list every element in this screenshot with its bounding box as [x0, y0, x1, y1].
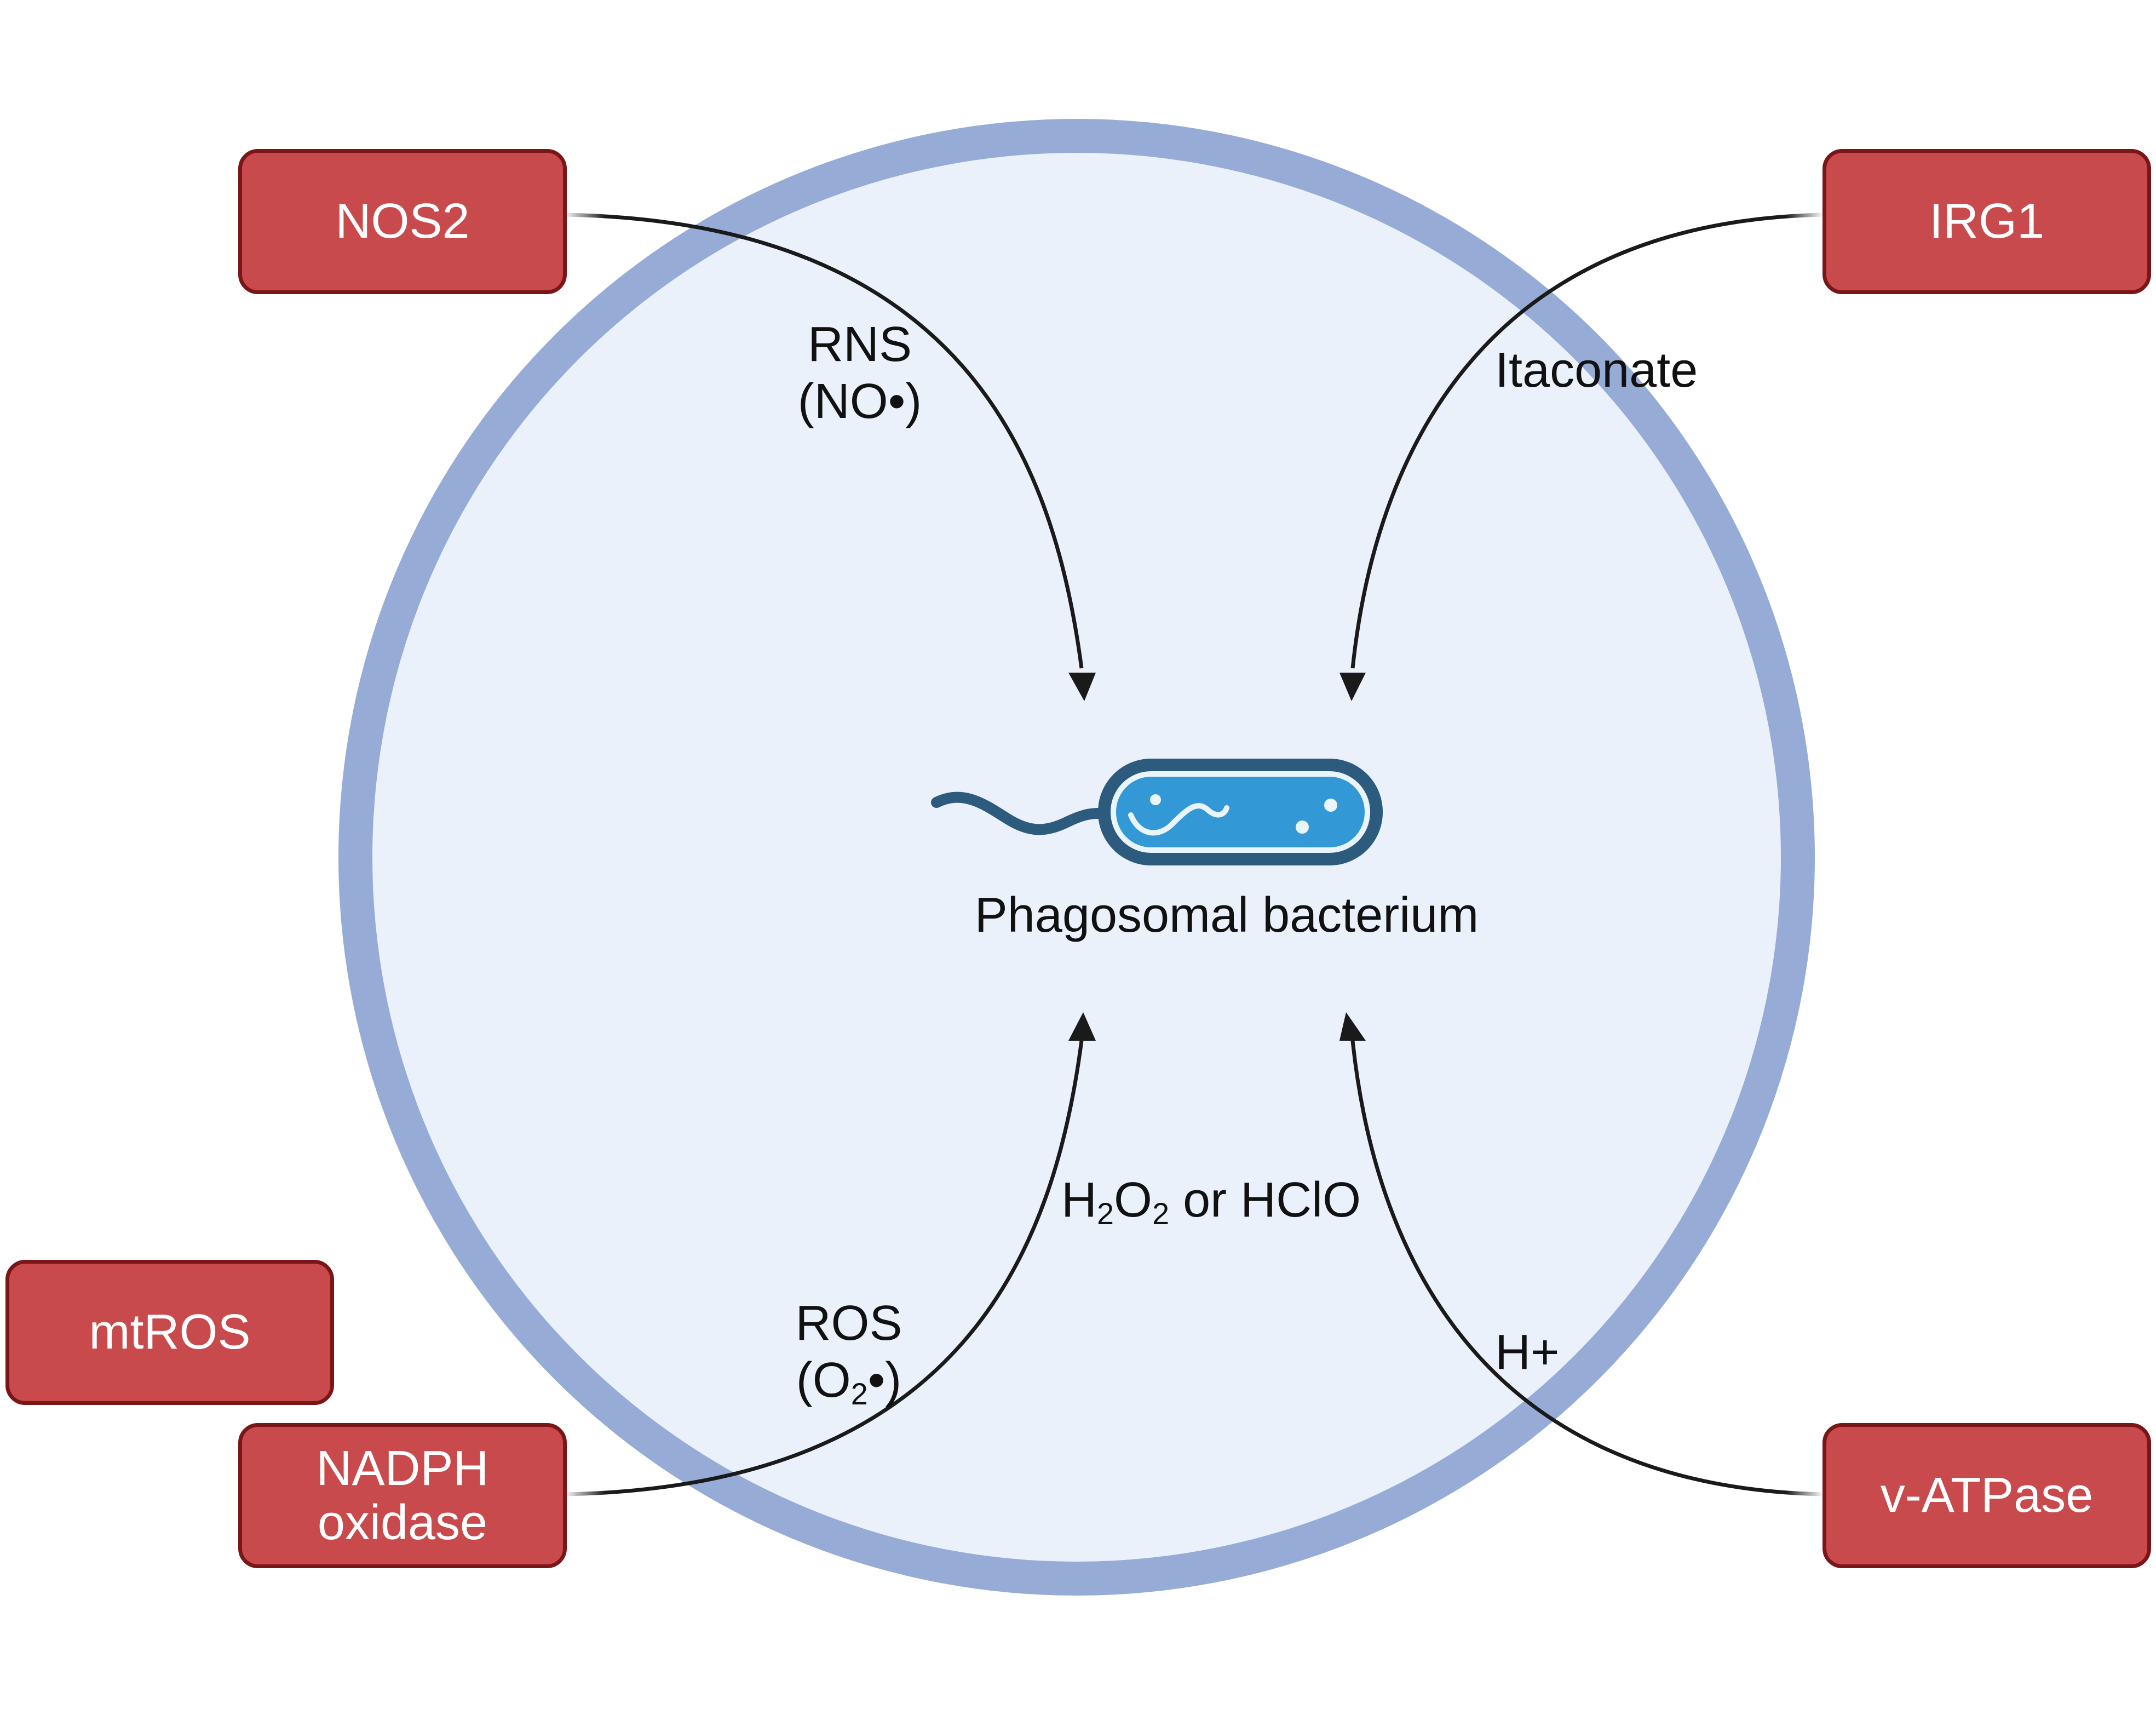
proton-arrowhead	[1339, 1012, 1366, 1041]
rns-arrow	[564, 213, 1084, 669]
nadph-label-line2: oxidase	[317, 1495, 488, 1550]
nadph-label-line1: NADPH	[316, 1441, 489, 1496]
ros-arrow	[564, 1040, 1084, 1496]
ros-line2-post: •)	[867, 1352, 902, 1408]
h2o2-h: H	[1061, 1173, 1097, 1228]
itaconate-arrowhead	[1339, 673, 1366, 701]
itaconate-label: Itaconate	[1495, 342, 1698, 399]
irg1-label: IRG1	[1929, 194, 2045, 249]
h2o2-sub2: 2	[1152, 1196, 1170, 1231]
v-atpase-label: v-ATPase	[1880, 1468, 2094, 1523]
bacterium-label: Phagosomal bacterium	[953, 887, 1500, 944]
h2o2-label: H2O2 or HClO	[1061, 1172, 1361, 1229]
ros-label-line1: ROS	[795, 1296, 902, 1351]
ros-line2-sub: 2	[850, 1376, 868, 1411]
nos2-label: NOS2	[335, 194, 470, 249]
v-atpase-box: v-ATPase	[1822, 1423, 2151, 1568]
mtros-box: mtROS	[5, 1260, 334, 1405]
rns-label-line1: RNS	[807, 317, 912, 372]
proton-label: H+	[1495, 1324, 1560, 1381]
bacterium-label-text: Phagosomal bacterium	[974, 888, 1479, 943]
h2o2-o: O	[1114, 1173, 1153, 1228]
nadph-oxidase-box: NADPH oxidase	[238, 1423, 567, 1568]
h2o2-rest: or HClO	[1169, 1173, 1361, 1228]
bacterium-icon	[931, 759, 1383, 865]
mtros-label: mtROS	[89, 1305, 251, 1360]
h2o2-sub1: 2	[1097, 1196, 1114, 1231]
rns-label-line2: (NO•)	[797, 374, 922, 429]
proton-arrow	[1350, 1040, 1824, 1496]
proton-text: H+	[1495, 1325, 1560, 1380]
itaconate-arrow	[1350, 213, 1824, 669]
ros-label: ROS (O2•)	[767, 1295, 931, 1409]
ros-line2-pre: (O	[796, 1352, 851, 1408]
irg1-box: IRG1	[1822, 149, 2151, 294]
itaconate-text: Itaconate	[1495, 343, 1698, 398]
phagosome	[338, 119, 1815, 1596]
ros-arrowhead	[1068, 1012, 1096, 1041]
rns-arrowhead	[1068, 673, 1096, 701]
nos2-box: NOS2	[238, 149, 567, 294]
rns-label: RNS (NO•)	[778, 317, 942, 430]
